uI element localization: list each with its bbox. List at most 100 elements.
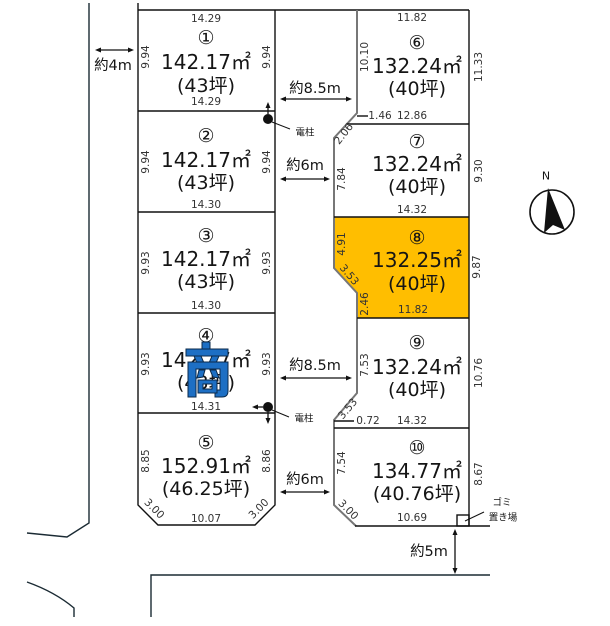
compass-ring [529,189,575,235]
garbage-area-box [456,514,470,527]
road-edge-west [26,3,90,538]
lot-5-tsubo: (46.25坪) [162,478,250,500]
lot-3-dim-right: 9.93 [261,251,273,274]
lot-6-number: ⑥ [408,32,425,54]
lot-3-dim-left: 9.93 [140,251,152,274]
lot-2-tsubo: (43坪) [177,172,235,194]
lot-4-dim-right: 9.93 [261,352,273,375]
lot-6-dim-bottom: 12.86 [397,110,427,122]
garbage-label-line2: 置き場 [489,512,518,524]
arrow-down-icon [265,418,271,424]
lot-4: ④ 142.17㎡ (43坪) 14.31 9.93 9.93 [140,325,273,413]
lot-6-dim-bottom-short: 1.46 [368,110,392,122]
arrow-up-icon [265,102,271,108]
utility-pole-2-label: 電柱 [294,413,314,425]
utility-pole-2: 電柱 [252,402,314,425]
compass: N [529,170,575,235]
lot-1-dim-top: 14.29 [191,13,221,25]
lot-5-dim-bottom: 10.07 [191,513,221,525]
lot-9-area: 132.24㎡ [372,355,462,379]
lot-10-dim-right: 8.67 [473,462,485,485]
road-width-inner-2-label: 約6m [286,157,324,174]
lot-8-area: 132.25㎡ [372,248,462,272]
lot-8-dim-right: 9.87 [471,255,483,278]
lot-3-area: 142.17㎡ [161,247,251,271]
road-width-inner-4-label: 約6m [286,471,324,488]
double-arrow-icon [280,176,330,182]
utility-pole-1-label: 電柱 [295,127,315,139]
lot-6-tsubo: (40坪) [388,78,446,100]
lot-5-dim-corner-left: 3.00 [141,496,166,521]
lot-7-dim-corner: 2.06 [332,121,356,147]
lot-7: ⑦ 132.24㎡ (40坪) 14.32 2.06 7.84 9.30 [332,121,485,216]
double-arrow-icon [280,375,352,381]
road-width-inner-1-label: 約8.5m [289,80,341,97]
lot-1-dim-left: 9.94 [140,45,152,69]
lot-7-number: ⑦ [408,131,425,153]
lot-9-dim-bottom: 14.32 [397,415,427,427]
lot-2-area: 142.17㎡ [161,148,251,172]
lot-7-dim-bottom: 14.32 [397,204,427,216]
lot-9: ⑨ 132.24㎡ (40坪) 0.72 14.32 7.53 3.53 10.… [336,332,485,427]
road-edge-corner-curve [26,581,75,617]
lot-5-dim-left: 8.85 [140,449,152,472]
negotiation-stamp-icon [185,341,229,398]
road-width-west-label: 約4m [94,57,132,74]
road-width-inner-1: 約8.5m [280,80,352,102]
lot-3-tsubo: (43坪) [177,271,235,293]
compass-north-label: N [542,170,550,183]
lot-6-dim-right: 11.33 [473,52,485,82]
double-arrow-icon [452,529,458,574]
lot-7-area: 132.24㎡ [372,152,462,176]
lot-9-dim-right: 10.76 [473,358,485,388]
lot-1: 14.29 ① 142.17㎡ (43坪) 14.29 9.94 9.94 [140,13,273,108]
lot-2: ② 142.17㎡ (43坪) 14.30 9.94 9.94 [140,125,273,211]
lot-9-number: ⑨ [408,332,425,354]
lot-8-highlight [334,217,469,318]
lot-8-tsubo: (40坪) [388,273,446,295]
lot-10-dim-left: 7.54 [336,451,348,475]
lot-2-dim-bottom: 14.30 [191,199,221,211]
utility-pole-icon [263,402,273,412]
lot-4-dim-left: 9.93 [140,352,152,375]
lot-6-dim-left: 10.10 [359,42,371,72]
lot-6-area: 132.24㎡ [372,54,462,78]
lot-4-dim-bottom: 14.31 [191,401,221,413]
utility-pole-icon [263,114,273,124]
lot-10-tsubo: (40.76坪) [373,483,461,505]
lot-5-dim-corner-right: 3.00 [246,496,271,521]
lot-10: ⑩ 134.77㎡ (40.76坪) 10.69 7.54 3.00 8.67 [335,437,485,524]
lot-1-area: 142.17㎡ [161,50,251,74]
double-arrow-icon [95,47,134,53]
road-width-south-label: 約5m [410,543,448,560]
lot-2-number: ② [197,125,214,147]
lot-10-area: 134.77㎡ [372,459,462,483]
lot-5-number: ⑤ [197,432,214,454]
road-width-inner-3: 約8.5m [280,357,352,381]
lot-6-dim-top: 11.82 [397,12,427,24]
lot-3-number: ③ [197,225,214,247]
lot-10-number: ⑩ [408,437,425,459]
lot-3-dim-bottom: 14.30 [191,300,221,312]
road-width-inner-4: 約6m [280,471,330,495]
lot-8-dim-left-upper: 4.91 [336,232,348,255]
lot-1-dim-bottom: 14.29 [191,96,221,108]
lot-10-dim-bottom: 10.69 [397,512,427,524]
lot-1-tsubo: (43坪) [177,75,235,97]
lot-9-tsubo: (40坪) [388,379,446,401]
lot-7-tsubo: (40坪) [388,176,446,198]
lot-5: ⑤ 152.91㎡ (46.25坪) 10.07 8.85 8.86 3.00 … [140,432,273,525]
lot-8-dim-bottom: 11.82 [398,304,428,316]
road-width-inner-3-label: 約8.5m [289,357,341,374]
lot-3: ③ 142.17㎡ (43坪) 14.30 9.93 9.93 [140,225,273,312]
lot-1-number: ① [197,27,214,49]
garbage-label-line1: ゴミ [492,497,511,509]
arrow-left-icon [252,404,258,410]
lot-5-dim-right: 8.86 [261,449,273,473]
lot-2-dim-left: 9.94 [140,150,152,174]
lot-8-number: ⑧ [408,227,425,249]
north-arrow-icon [544,188,565,233]
lot-9-dim-bottom-short: 0.72 [356,415,379,427]
utility-pole-1: 電柱 [263,102,315,139]
